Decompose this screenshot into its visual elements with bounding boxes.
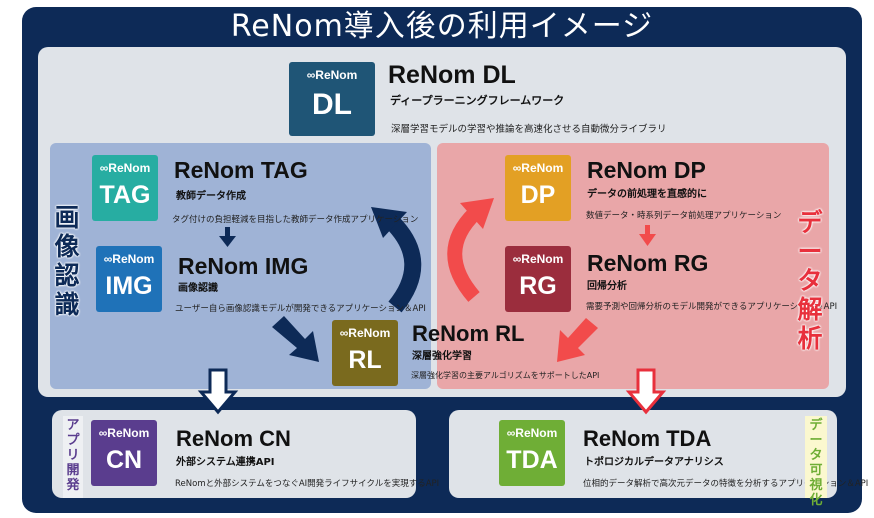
product-desc-img: ユーザー自ら画像認識モデルが開発できるアプリケーション＆API <box>175 304 426 314</box>
tile-abbr: IMG <box>105 272 153 300</box>
product-name-cn: ReNom CN <box>176 426 291 451</box>
renom-logo: ∞ReNom <box>98 426 150 440</box>
data-analysis-region <box>437 143 829 389</box>
diagram-title: ReNom導入後の利用イメージ <box>230 9 654 44</box>
product-desc-cn: ReNomと外部システムをつなぐAI開発ライフサイクルを実現するAPI <box>175 479 440 489</box>
renom-logo: ∞ReNom <box>339 326 391 340</box>
category-app-development: アプリ開発 <box>63 416 83 498</box>
product-name-img: ReNom IMG <box>178 253 309 279</box>
renom-tda-tile: ∞ReNom TDA <box>499 420 565 486</box>
tile-abbr: RL <box>348 346 382 374</box>
category-data-visualization: データ可視化 <box>805 416 827 508</box>
product-subtitle-dp: データの前処理を直感的に <box>587 189 707 200</box>
renom-cn-tile: ∞ReNom CN <box>91 420 157 486</box>
arrow-dp-to-rg <box>639 225 656 246</box>
product-desc-rl: 深層強化学習の主要アルゴリズムをサポートしたAPI <box>411 371 600 380</box>
product-subtitle-img: 画像認識 <box>178 283 218 294</box>
product-subtitle-dl: ディープラーニングフレームワーク <box>390 94 565 107</box>
tile-abbr: DP <box>520 181 556 209</box>
arrow-rg-to-rl <box>557 318 598 362</box>
arrow-tag-to-img <box>219 227 236 247</box>
category-image-recognition: 画像認識 <box>54 203 80 319</box>
tile-abbr: CN <box>105 446 143 474</box>
renom-rl-tile: ∞ReNom RL <box>332 320 398 386</box>
renom-rg-tile: ∞ReNom RG <box>505 246 571 312</box>
product-desc-dp: 数値データ・時系列データ前処理アプリケーション <box>586 211 782 221</box>
product-desc-dl: 深層学習モデルの学習や推論を高速化させる自動微分ライブラリ <box>391 124 667 135</box>
product-name-rg: ReNom RG <box>587 250 709 276</box>
renom-img-tile: ∞ReNom IMG <box>96 246 162 312</box>
product-name-dl: ReNom DL <box>388 61 516 89</box>
product-subtitle-rl: 深層強化学習 <box>412 351 472 362</box>
renom-dl-tile: ∞ReNom DL <box>289 62 375 136</box>
tile-abbr: DL <box>312 88 352 121</box>
product-name-tda: ReNom TDA <box>583 426 712 451</box>
renom-logo: ∞ReNom <box>103 252 155 266</box>
renom-logo: ∞ReNom <box>512 161 564 175</box>
product-subtitle-tag: 教師データ作成 <box>176 191 246 202</box>
renom-logo: ∞ReNom <box>506 426 558 440</box>
arrow-rl-to-tag <box>371 207 422 313</box>
product-subtitle-tda: トポロジカルデータアナリシス <box>584 457 724 468</box>
product-desc-rg: 需要予測や回帰分析のモデル開発ができるアプリケーション＆API <box>586 302 838 312</box>
product-name-dp: ReNom DP <box>587 157 706 183</box>
product-desc-tag: タグ付けの負担軽減を目指した教師データ作成アプリケーション <box>172 215 419 225</box>
product-desc-tda: 位相的データ解析で高次元データの特徴を分析するアプリケーション＆API <box>583 479 869 489</box>
arrow-img-to-rl <box>272 316 319 362</box>
renom-tag-tile: ∞ReNom TAG <box>92 155 158 221</box>
arrow-down-to-tda <box>625 368 667 415</box>
product-name-tag: ReNom TAG <box>174 157 308 183</box>
renom-logo: ∞ReNom <box>306 68 358 82</box>
tile-abbr: TAG <box>99 181 151 209</box>
tile-abbr: TDA <box>506 446 558 474</box>
product-subtitle-rg: 回帰分析 <box>587 281 627 292</box>
renom-dp-tile: ∞ReNom DP <box>505 155 571 221</box>
renom-logo: ∞ReNom <box>99 161 151 175</box>
category-data-analysis: データ解析 <box>797 208 823 353</box>
tile-abbr: RG <box>519 272 557 300</box>
product-name-rl: ReNom RL <box>412 321 525 346</box>
arrow-red-curve <box>447 198 494 302</box>
arrow-down-to-cn <box>197 368 239 415</box>
renom-logo: ∞ReNom <box>512 252 564 266</box>
product-subtitle-cn: 外部システム連携API <box>176 457 275 468</box>
